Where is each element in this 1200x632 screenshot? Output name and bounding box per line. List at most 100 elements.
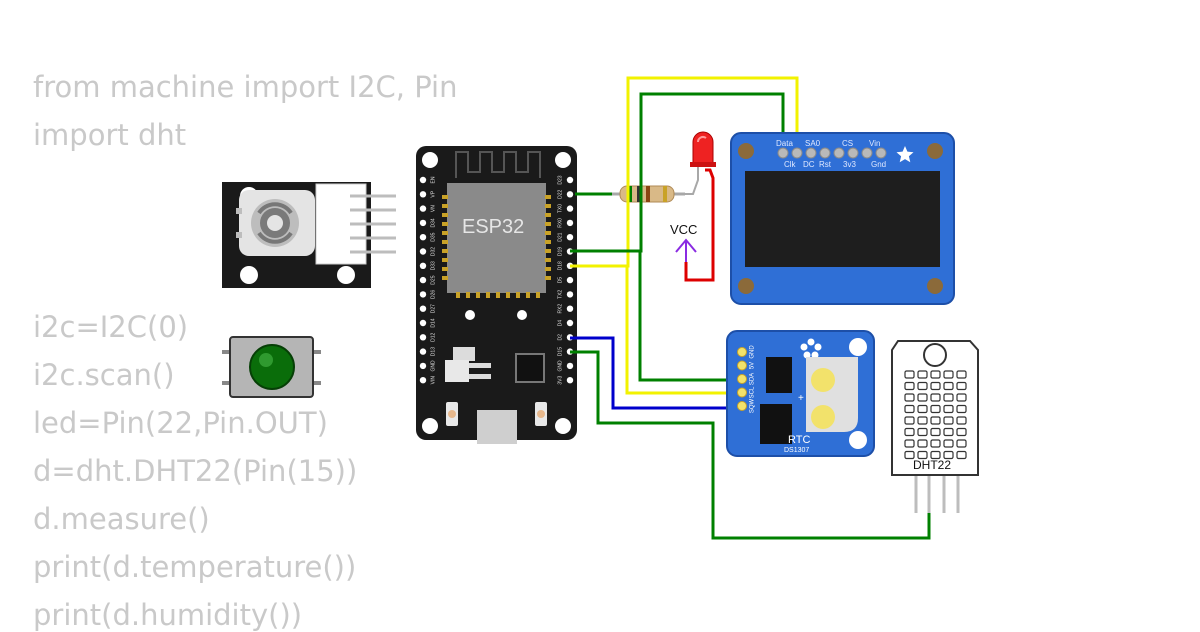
esp32-pin[interactable] bbox=[566, 377, 574, 384]
oled-screen bbox=[745, 171, 940, 267]
dht-vent-slot bbox=[943, 393, 954, 402]
esp32-pin[interactable] bbox=[419, 205, 427, 212]
oled-pin-pad[interactable] bbox=[875, 147, 887, 159]
esp32-pin[interactable] bbox=[419, 334, 427, 341]
chip-label: ESP32 bbox=[462, 216, 524, 238]
oled-pin-label: DC bbox=[803, 160, 815, 169]
red-led[interactable] bbox=[690, 131, 716, 167]
esp32-pin[interactable] bbox=[419, 248, 427, 255]
rotate-arrow-icon bbox=[257, 202, 293, 215]
rtc-pin-pad[interactable] bbox=[737, 347, 747, 357]
esp32-pin-label: EN bbox=[430, 176, 436, 183]
push-button[interactable] bbox=[222, 336, 321, 398]
dht-vent-slot bbox=[956, 381, 967, 391]
esp32-pin[interactable] bbox=[566, 219, 574, 227]
dht-vent-slot bbox=[917, 393, 928, 402]
rtc-pin-label: GND bbox=[750, 345, 756, 359]
usb-connector[interactable] bbox=[477, 410, 517, 444]
esp32-pin[interactable] bbox=[419, 191, 427, 198]
oled-pin-pad[interactable] bbox=[861, 147, 873, 159]
esp32-pin[interactable] bbox=[419, 319, 427, 327]
wire-d2-rtc bbox=[570, 336, 742, 410]
oled-pin-label: Rst bbox=[819, 160, 832, 169]
castellation-pad bbox=[545, 276, 551, 280]
dht-vent-slot bbox=[904, 416, 915, 425]
oled-pin-label: Gnd bbox=[871, 160, 886, 169]
esp32-pin[interactable] bbox=[566, 176, 574, 184]
dht-vent-slot bbox=[956, 439, 967, 448]
esp32-pin[interactable] bbox=[566, 191, 574, 198]
oled-pin-pad[interactable] bbox=[791, 147, 803, 159]
encoder-pin-label: GND bbox=[320, 247, 345, 259]
dht-vent-slot bbox=[904, 450, 915, 460]
dht-vent-slot bbox=[917, 370, 928, 379]
resistor[interactable] bbox=[575, 185, 685, 203]
castellation-pad bbox=[516, 292, 520, 298]
oled-pin-pad[interactable] bbox=[819, 147, 831, 159]
castellation-pad bbox=[442, 240, 448, 244]
dht22-sensor: DHT22 bbox=[891, 340, 979, 513]
castellation-pad bbox=[545, 240, 551, 244]
esp32-pin[interactable] bbox=[419, 305, 427, 312]
code-line: d.measure() bbox=[33, 502, 210, 536]
esp32-pin[interactable] bbox=[419, 234, 427, 241]
code-line: import dht bbox=[33, 118, 187, 152]
rotary-encoder[interactable]: CLK DT SW + GND bbox=[222, 182, 396, 288]
esp32-pin[interactable] bbox=[419, 176, 427, 184]
button-highlight bbox=[259, 353, 273, 367]
esp32-pin[interactable] bbox=[566, 305, 574, 312]
esp32-pin-label: 3V3 bbox=[557, 376, 563, 385]
vcc-arrow-icon bbox=[675, 238, 697, 262]
rtc-pin-label: 5V bbox=[750, 362, 756, 369]
esp32-pin-label: RX0 bbox=[557, 218, 563, 228]
esp32-pin[interactable] bbox=[419, 276, 427, 284]
esp32-pin[interactable] bbox=[419, 262, 427, 269]
castellation-pad bbox=[456, 292, 460, 298]
encoder-pin-label: CLK bbox=[320, 191, 342, 203]
esp32-pin[interactable] bbox=[566, 205, 574, 212]
crystal-chip bbox=[760, 404, 792, 444]
esp32-pin[interactable] bbox=[566, 319, 574, 327]
castellation-pad bbox=[536, 292, 540, 298]
esp32-pin[interactable] bbox=[566, 234, 574, 241]
esp32-pin[interactable] bbox=[566, 362, 574, 370]
battery-contact bbox=[811, 368, 835, 392]
dht-vent-slot bbox=[904, 439, 915, 448]
oled-pin-pad[interactable] bbox=[777, 147, 789, 159]
esp32-pin[interactable] bbox=[419, 377, 427, 384]
castellation-pad bbox=[545, 204, 551, 208]
castellation-pad bbox=[442, 195, 448, 199]
esp32-pin[interactable] bbox=[566, 291, 574, 298]
mounting-hole bbox=[465, 310, 475, 320]
castellation-pad bbox=[545, 231, 551, 235]
plus-sign: + bbox=[798, 393, 804, 404]
rtc-pin-pad[interactable] bbox=[737, 374, 747, 384]
wire-d15-dht bbox=[570, 350, 931, 540]
oled-pin-pad[interactable] bbox=[847, 147, 859, 159]
esp32-pin[interactable] bbox=[419, 348, 427, 355]
esp32-pin[interactable] bbox=[566, 276, 574, 284]
rtc-pin-pad[interactable] bbox=[737, 401, 747, 411]
rtc-pin-pad[interactable] bbox=[737, 360, 747, 371]
encoder-lug bbox=[236, 208, 242, 214]
encoder-pin-label: SW bbox=[320, 219, 338, 231]
oled-pin-label: SA0 bbox=[805, 139, 821, 148]
wire-led-vcc bbox=[684, 168, 715, 282]
esp32-pin-label: D2 bbox=[557, 334, 563, 341]
pin-header-left: ENVPVND34D35D32D33D25D26D27D14D12D13GNDV… bbox=[419, 176, 436, 384]
esp32-pin[interactable] bbox=[419, 362, 427, 370]
mounting-hole bbox=[337, 266, 355, 284]
esp32-pin[interactable] bbox=[419, 291, 427, 298]
button-leg bbox=[311, 381, 321, 385]
rtc-pin-pad[interactable] bbox=[737, 387, 747, 398]
regulator-lead bbox=[469, 374, 491, 379]
button-cap[interactable] bbox=[249, 344, 295, 390]
oled-pin-pad[interactable] bbox=[805, 147, 817, 159]
dht-vent-slot bbox=[917, 427, 928, 437]
esp32-pin-label: D32 bbox=[430, 247, 436, 256]
voltage-regulator bbox=[445, 360, 469, 382]
oled-pin-pad[interactable] bbox=[833, 147, 845, 159]
esp32-pin-label: D21 bbox=[557, 232, 563, 241]
esp32-pin[interactable] bbox=[419, 219, 427, 227]
